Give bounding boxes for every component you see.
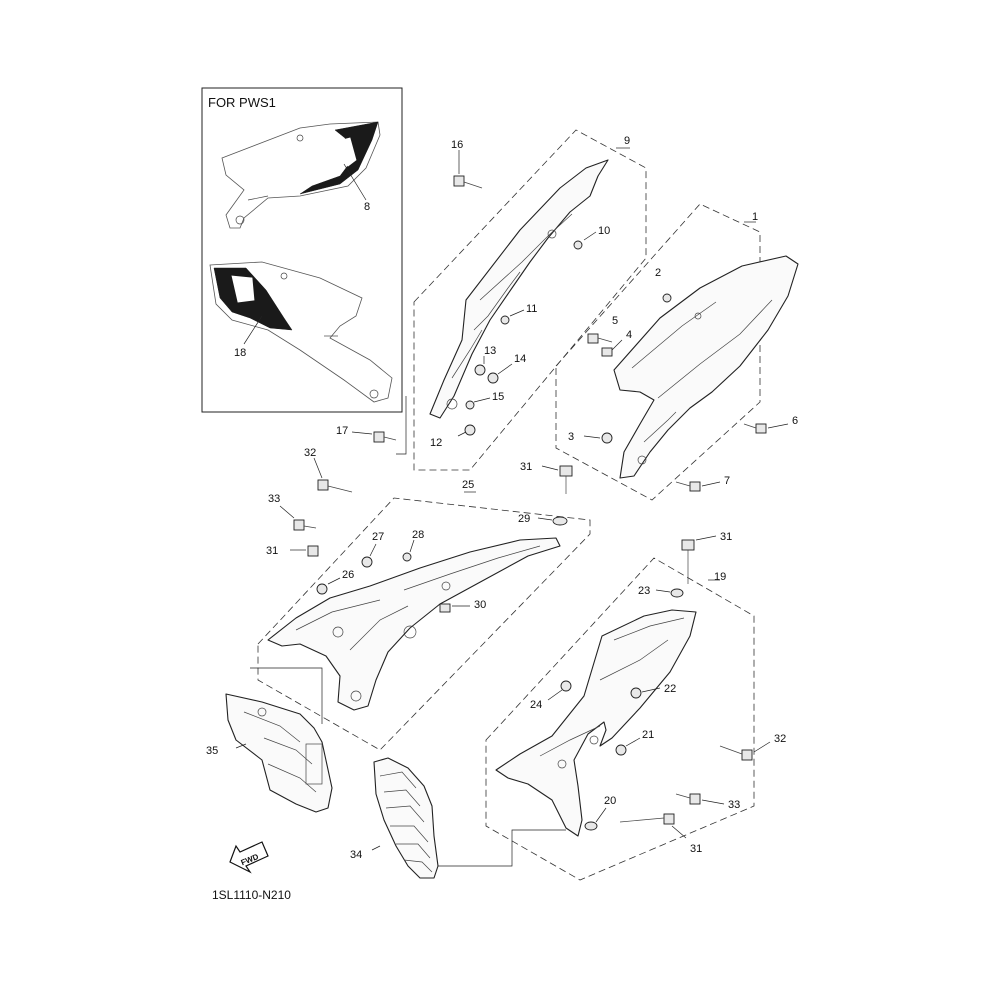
bolt-30[interactable] xyxy=(439,603,451,613)
grommet-2[interactable] xyxy=(662,293,672,303)
callout-28: 28 xyxy=(412,529,424,541)
callout-31-c: 31 xyxy=(720,531,732,543)
callout-33-a: 33 xyxy=(268,493,280,505)
bolt-5[interactable] xyxy=(587,333,613,344)
callout-5: 5 xyxy=(612,315,618,327)
collar-28[interactable] xyxy=(402,552,412,562)
clip-20[interactable] xyxy=(584,821,598,831)
bolt-6[interactable] xyxy=(743,423,767,434)
callout-18: 18 xyxy=(234,347,246,359)
guard-35[interactable] xyxy=(225,693,333,813)
callout-4: 4 xyxy=(626,329,632,341)
callout-10: 10 xyxy=(598,225,610,237)
callout-15: 15 xyxy=(492,391,504,403)
callout-31-b: 31 xyxy=(520,461,532,473)
washer-29[interactable] xyxy=(552,516,568,526)
washer-12[interactable] xyxy=(464,424,476,436)
bolt-17[interactable] xyxy=(373,431,397,443)
callout-22: 22 xyxy=(664,683,676,695)
callout-31-a: 31 xyxy=(266,545,278,557)
collar-4[interactable] xyxy=(601,347,613,357)
callout-1: 1 xyxy=(752,211,758,223)
callout-34: 34 xyxy=(350,849,362,861)
bolt-31-d[interactable] xyxy=(619,813,675,825)
decal-shroud-18[interactable] xyxy=(209,261,393,403)
callout-19: 19 xyxy=(714,571,726,583)
nut-27[interactable] xyxy=(361,556,373,568)
bolt-31-c[interactable] xyxy=(681,539,695,584)
inset-panel: FOR PWS1 8 18 xyxy=(201,87,403,413)
washer-15[interactable] xyxy=(465,400,475,410)
callout-16: 16 xyxy=(451,139,463,151)
callout-33-b: 33 xyxy=(728,799,740,811)
diagram-code: 1SL1110-N210 xyxy=(212,888,291,902)
bolt-16[interactable] xyxy=(453,175,483,189)
side-cover-1[interactable] xyxy=(613,255,799,479)
group-outline-19 xyxy=(485,557,755,881)
callout-8: 8 xyxy=(364,201,370,213)
callout-27: 27 xyxy=(372,531,384,543)
bolt-33-b[interactable] xyxy=(675,793,701,805)
callout-31-d: 31 xyxy=(690,843,702,855)
collar-21[interactable] xyxy=(615,744,627,756)
callout-6: 6 xyxy=(792,415,798,427)
callout-32-b: 32 xyxy=(774,733,786,745)
collar-22[interactable] xyxy=(630,687,642,699)
callout-2: 2 xyxy=(655,267,661,279)
callout-32-a: 32 xyxy=(304,447,316,459)
frame-bracket-25[interactable] xyxy=(267,537,561,711)
callout-24: 24 xyxy=(530,699,542,711)
bolt-32-b[interactable] xyxy=(719,745,753,761)
callout-3: 3 xyxy=(568,431,574,443)
damper-26[interactable] xyxy=(316,583,328,595)
group-outline-25 xyxy=(257,497,591,751)
callout-13: 13 xyxy=(484,345,496,357)
bolt-32[interactable] xyxy=(317,479,353,493)
group-outline-1 xyxy=(555,203,761,501)
bolt-33[interactable] xyxy=(293,519,317,531)
washer-23[interactable] xyxy=(670,588,684,598)
bolt-31-b[interactable] xyxy=(559,465,573,494)
callout-14: 14 xyxy=(514,353,526,365)
fwd-arrow-icon: FWD xyxy=(229,841,269,874)
grommet-3[interactable] xyxy=(601,432,613,444)
cap-14[interactable] xyxy=(487,372,499,384)
callout-21: 21 xyxy=(642,729,654,741)
washer-11[interactable] xyxy=(500,315,510,325)
callout-25: 25 xyxy=(462,479,474,491)
inset-title: FOR PWS1 xyxy=(208,95,276,110)
callout-35: 35 xyxy=(206,745,218,757)
bolt-7[interactable] xyxy=(675,481,701,492)
callout-29: 29 xyxy=(518,513,530,525)
callout-30: 30 xyxy=(474,599,486,611)
callout-17: 17 xyxy=(336,425,348,437)
decal-shroud-8[interactable] xyxy=(221,121,381,229)
louver-34[interactable] xyxy=(373,757,439,879)
callout-11: 11 xyxy=(526,303,537,315)
grommet-24[interactable] xyxy=(560,680,572,692)
bolt-31-a[interactable] xyxy=(307,545,319,557)
callout-9: 9 xyxy=(624,135,630,147)
nut-10[interactable] xyxy=(573,240,583,250)
frame-bracket-9[interactable] xyxy=(429,159,609,419)
group-outline-9 xyxy=(413,129,647,471)
callout-7: 7 xyxy=(724,475,730,487)
callout-26: 26 xyxy=(342,569,354,581)
callout-23: 23 xyxy=(638,585,650,597)
side-cover-19[interactable] xyxy=(495,609,697,837)
callout-12: 12 xyxy=(430,437,442,449)
damper-13[interactable] xyxy=(474,364,486,376)
callout-20: 20 xyxy=(604,795,616,807)
